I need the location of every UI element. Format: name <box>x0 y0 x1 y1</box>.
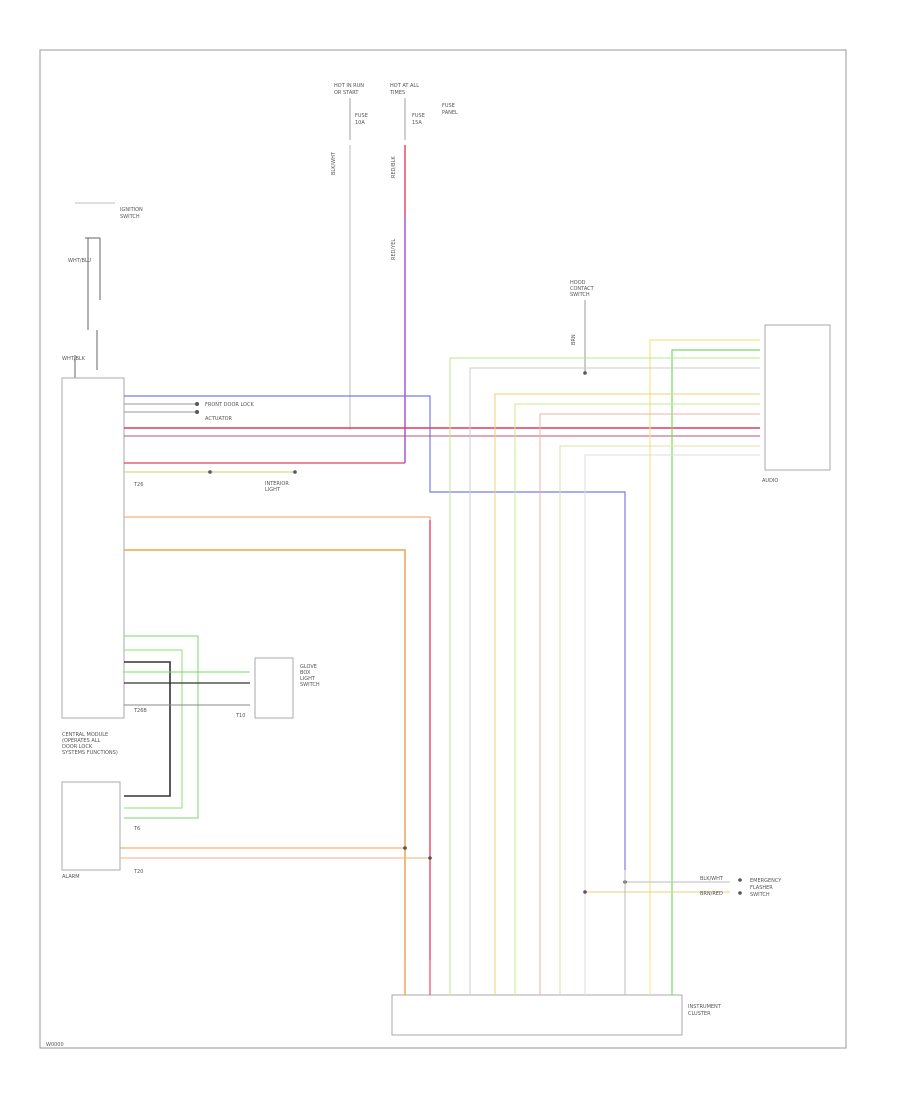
ignition-switch: IGNITION SWITCH WHT/BLU WHT/BLK <box>62 202 143 378</box>
label-top-left-wire: BLK/WHT <box>331 151 337 175</box>
svg-text:SYSTEMS FUNCTIONS): SYSTEMS FUNCTIONS) <box>62 750 118 756</box>
fuse-right: HOT AT ALL TIMES FUSE 15A <box>389 83 425 140</box>
fuse-left: HOT IN RUN OR START FUSE 10A <box>334 83 368 140</box>
hood-switch: HOOD CONTACT SWITCH BRN <box>570 280 595 375</box>
audio-unit <box>764 324 831 471</box>
cluster-drops <box>404 870 673 995</box>
svg-text:INTERIOR: INTERIOR <box>265 481 289 487</box>
gpm-wires <box>124 635 250 819</box>
svg-text:HOT IN RUN: HOT IN RUN <box>334 83 364 89</box>
svg-text:LIGHT: LIGHT <box>300 676 316 682</box>
svg-text:INSTRUMENT: INSTRUMENT <box>688 1004 722 1010</box>
svg-text:ALARM: ALARM <box>62 874 80 880</box>
label-t20: T20 <box>133 869 143 875</box>
svg-text:CLUSTER: CLUSTER <box>688 1011 711 1017</box>
svg-text:SWITCH: SWITCH <box>300 682 320 688</box>
svg-text:HOT AT ALL: HOT AT ALL <box>390 83 419 89</box>
svg-text:10A: 10A <box>355 120 365 126</box>
svg-text:PANEL: PANEL <box>442 110 458 116</box>
svg-text:FUSE: FUSE <box>355 113 368 119</box>
svg-text:ACTUATOR: ACTUATOR <box>205 416 233 422</box>
gpm-label: GLOVE BOX LIGHT SWITCH <box>300 664 320 688</box>
svg-text:SWITCH: SWITCH <box>120 214 140 220</box>
label-wire-c: RED/YEL <box>391 239 397 260</box>
label-t10: T10 <box>235 713 245 719</box>
svg-text:WHT/BLK: WHT/BLK <box>62 356 86 362</box>
svg-text:BRN: BRN <box>571 334 577 345</box>
instrument-cluster-label: INSTRUMENT CLUSTER <box>688 1004 722 1017</box>
central-module <box>61 377 125 719</box>
label-central-connector: T26 <box>133 482 143 488</box>
footer-code: W0000 <box>46 1042 64 1048</box>
svg-text:LIGHT: LIGHT <box>265 487 281 493</box>
alarm-horn <box>61 781 121 871</box>
instrument-cluster <box>391 994 683 1036</box>
svg-text:EMERGENCY: EMERGENCY <box>750 878 782 884</box>
svg-text:FUSE: FUSE <box>442 103 455 109</box>
svg-text:BLK/WHT: BLK/WHT <box>700 876 724 882</box>
central-module-label: CENTRAL MODULE (OPERATES ALL DOOR LOCK S… <box>62 732 118 756</box>
svg-text:FLASHER: FLASHER <box>750 885 773 891</box>
svg-text:BRN/RED: BRN/RED <box>700 891 723 897</box>
svg-text:SWITCH: SWITCH <box>750 892 770 898</box>
diagram-frame <box>39 49 847 1049</box>
svg-text:FUSE: FUSE <box>412 113 425 119</box>
emergency-flasher: BLK/WHT BRN/RED EMERGENCY FLASHER SWITCH <box>700 876 782 898</box>
svg-text:CENTRAL MODULE: CENTRAL MODULE <box>62 732 108 738</box>
label-t6: T6 <box>133 826 140 832</box>
fuse-panel-note: FUSE PANEL <box>442 103 458 116</box>
gpm-box <box>254 657 294 719</box>
label-lower-connector: T26B <box>133 708 147 714</box>
svg-text:CONTACT: CONTACT <box>570 286 595 292</box>
svg-text:TIMES: TIMES <box>389 90 405 96</box>
svg-text:15A: 15A <box>412 120 422 126</box>
central-wires: FRONT DOOR LOCK ACTUATOR INTERIOR LIGHT <box>124 395 760 960</box>
svg-text:FRONT DOOR LOCK: FRONT DOOR LOCK <box>205 402 254 408</box>
svg-text:(OPERATES ALL: (OPERATES ALL <box>62 738 101 744</box>
svg-text:SWITCH: SWITCH <box>570 292 590 298</box>
alarm-horn-label: ALARM <box>62 874 80 880</box>
svg-text:BOX: BOX <box>300 670 311 676</box>
svg-text:OR START: OR START <box>334 90 359 96</box>
svg-text:IGNITION: IGNITION <box>120 207 143 213</box>
svg-text:HOOD: HOOD <box>570 280 586 286</box>
svg-text:AUDIO: AUDIO <box>762 478 778 484</box>
bus-wires <box>449 339 760 960</box>
label-wire-a: RED/BLK <box>391 156 397 178</box>
svg-text:DOOR LOCK: DOOR LOCK <box>62 744 93 750</box>
svg-text:GLOVE: GLOVE <box>300 664 317 670</box>
svg-text:WHT/BLU: WHT/BLU <box>68 258 91 264</box>
audio-unit-label: AUDIO <box>762 478 778 484</box>
